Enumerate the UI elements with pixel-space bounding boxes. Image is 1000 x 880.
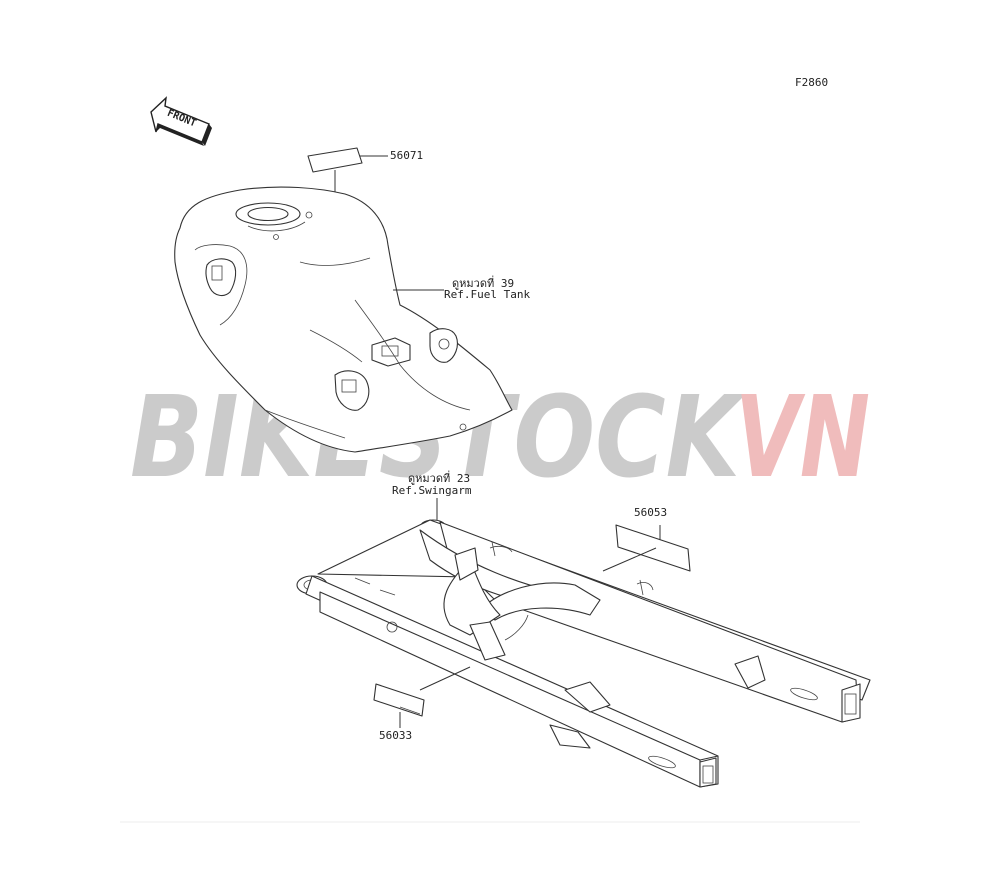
- swingarm-ref-label: Ref.Swingarm: [392, 484, 472, 497]
- swingarm-small-label-decal: [373, 683, 425, 717]
- swingarm-label-decal: [615, 524, 691, 572]
- part-number-56053: 56053: [634, 506, 667, 519]
- part-number-56071: 56071: [390, 149, 423, 162]
- part-number-56033: 56033: [379, 729, 412, 742]
- swingarm: [296, 519, 871, 788]
- swingarm-ref-thai: ดูหมวดที่ 23: [408, 470, 470, 485]
- fuel-tank-ref-label: Ref.Fuel Tank: [444, 288, 530, 301]
- watermark-text-accent: VN: [735, 373, 870, 503]
- figure-code: F2860: [795, 76, 828, 89]
- fuel-tank: [174, 186, 513, 453]
- fuel-tank-ref-thai: ดูหมวดที่ 39: [452, 275, 514, 290]
- front-arrow-icon: FRONT: [150, 96, 212, 146]
